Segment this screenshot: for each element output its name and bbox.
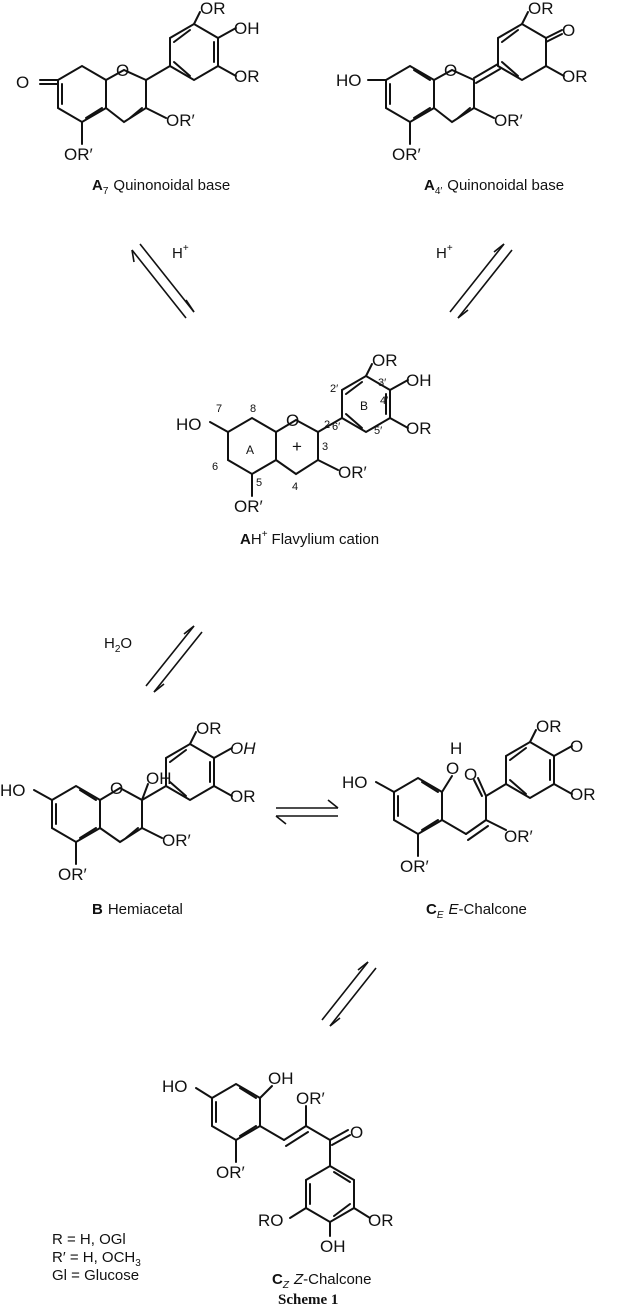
locant-2: 2 — [324, 419, 330, 431]
atom-ho: HO — [162, 1077, 188, 1096]
locant-5: 5 — [256, 477, 262, 489]
equilibrium-arrow-ah-b: H2O — [104, 625, 203, 693]
charge-plus: + — [292, 437, 302, 456]
locant-4-prime: 4′ — [380, 395, 388, 407]
reagent-h-plus: H+ — [172, 243, 189, 262]
atom-or-prime: OR′ — [338, 463, 367, 482]
atom-ho: HO — [342, 773, 368, 792]
atom-or-prime: OR′ — [166, 111, 195, 130]
scheme-title: Scheme 1 — [278, 1292, 338, 1308]
atom-or: OR — [536, 717, 562, 736]
locant-3-prime: 3′ — [378, 377, 386, 389]
reagent-h-plus: H+ — [436, 243, 453, 262]
caption-ah: AH+Flavylium cation — [240, 529, 379, 548]
legend-r-prime: R′ = H, OCH3 — [52, 1249, 141, 1269]
locant-8: 8 — [250, 403, 256, 415]
atom-oh: OH — [268, 1069, 294, 1088]
atom-oh: OH — [146, 769, 172, 788]
atom-or-prime: OR′ — [216, 1163, 245, 1182]
atom-or: OR — [200, 0, 226, 18]
reagent-water: H2O — [104, 635, 132, 655]
atom-or-prime: OR′ — [504, 827, 533, 846]
ring-label-a: A — [246, 443, 254, 457]
equilibrium-arrow-a7-ah: H+ — [131, 243, 195, 319]
atom-or: OR — [196, 719, 222, 738]
locant-6: 6 — [212, 461, 218, 473]
caption-a4: A4′Quinonoidal base — [424, 177, 564, 197]
legend-gl: Gl = Glucose — [52, 1267, 139, 1284]
locant-5-prime: 5′ — [374, 425, 382, 437]
atom-or: OR — [528, 0, 554, 18]
equilibrium-arrow-ce-cz — [321, 961, 377, 1027]
atom-oh: OH — [406, 371, 432, 390]
atom-or-prime: OR′ — [58, 865, 87, 884]
locant-3: 3 — [322, 441, 328, 453]
legend-r: R = H, OGl — [52, 1231, 126, 1248]
atom-o: O — [562, 21, 575, 40]
atom-or: OR — [406, 419, 432, 438]
atom-h: H — [450, 739, 462, 758]
locant-4: 4 — [292, 481, 298, 493]
atom-o-ring: O — [444, 61, 457, 80]
atom-or-prime: OR′ — [234, 497, 263, 516]
atom-o: O — [350, 1123, 363, 1142]
atom-o-ring: O — [116, 61, 129, 80]
locant-7: 7 — [216, 403, 222, 415]
atom-o-ring: O — [110, 779, 123, 798]
atom-o: O — [446, 759, 459, 778]
atom-or: OR — [368, 1211, 394, 1230]
structure-a4-quinonoidal-base: HO O OR O OR OR′ OR′ A4′Quinonoidal base — [336, 0, 588, 197]
atom-ho: HO — [336, 71, 362, 90]
atom-or: OR — [372, 351, 398, 370]
locant-6-prime: 6′ — [332, 421, 340, 433]
atom-ro: RO — [258, 1211, 284, 1230]
atom-ho: HO — [0, 781, 26, 800]
equilibrium-arrow-b-ce — [275, 799, 339, 825]
atom-or-prime: OR′ — [400, 857, 429, 876]
atom-oh: OH — [230, 739, 256, 758]
atom-o-ring: O — [286, 411, 299, 430]
equilibrium-arrow-a4-ah: H+ — [436, 243, 513, 319]
atom-o: O — [464, 765, 477, 784]
atom-oh: OH — [320, 1237, 346, 1256]
atom-or-prime: OR′ — [296, 1089, 325, 1108]
ring-label-b: B — [360, 399, 368, 413]
atom-oh: OH — [234, 19, 260, 38]
substituent-legend: R = H, OGl R′ = H, OCH3 Gl = Glucose — [52, 1231, 141, 1284]
atom-o: O — [570, 737, 583, 756]
structure-ah-flavylium-cation: HO O OR OH OR OR′ OR′ + A B 8 7 6 5 4 3 … — [176, 351, 432, 548]
atom-or: OR — [230, 787, 256, 806]
atom-or-prime: OR′ — [392, 145, 421, 164]
atom-or: OR — [234, 67, 260, 86]
locant-2-prime: 2′ — [330, 383, 338, 395]
atom-or-prime: OR′ — [162, 831, 191, 850]
atom-ho: HO — [176, 415, 202, 434]
atom-or: OR — [570, 785, 596, 804]
atom-o: O — [16, 73, 29, 92]
atom-or: OR — [562, 67, 588, 86]
atom-or-prime: OR′ — [494, 111, 523, 130]
atom-or-prime: OR′ — [64, 145, 93, 164]
